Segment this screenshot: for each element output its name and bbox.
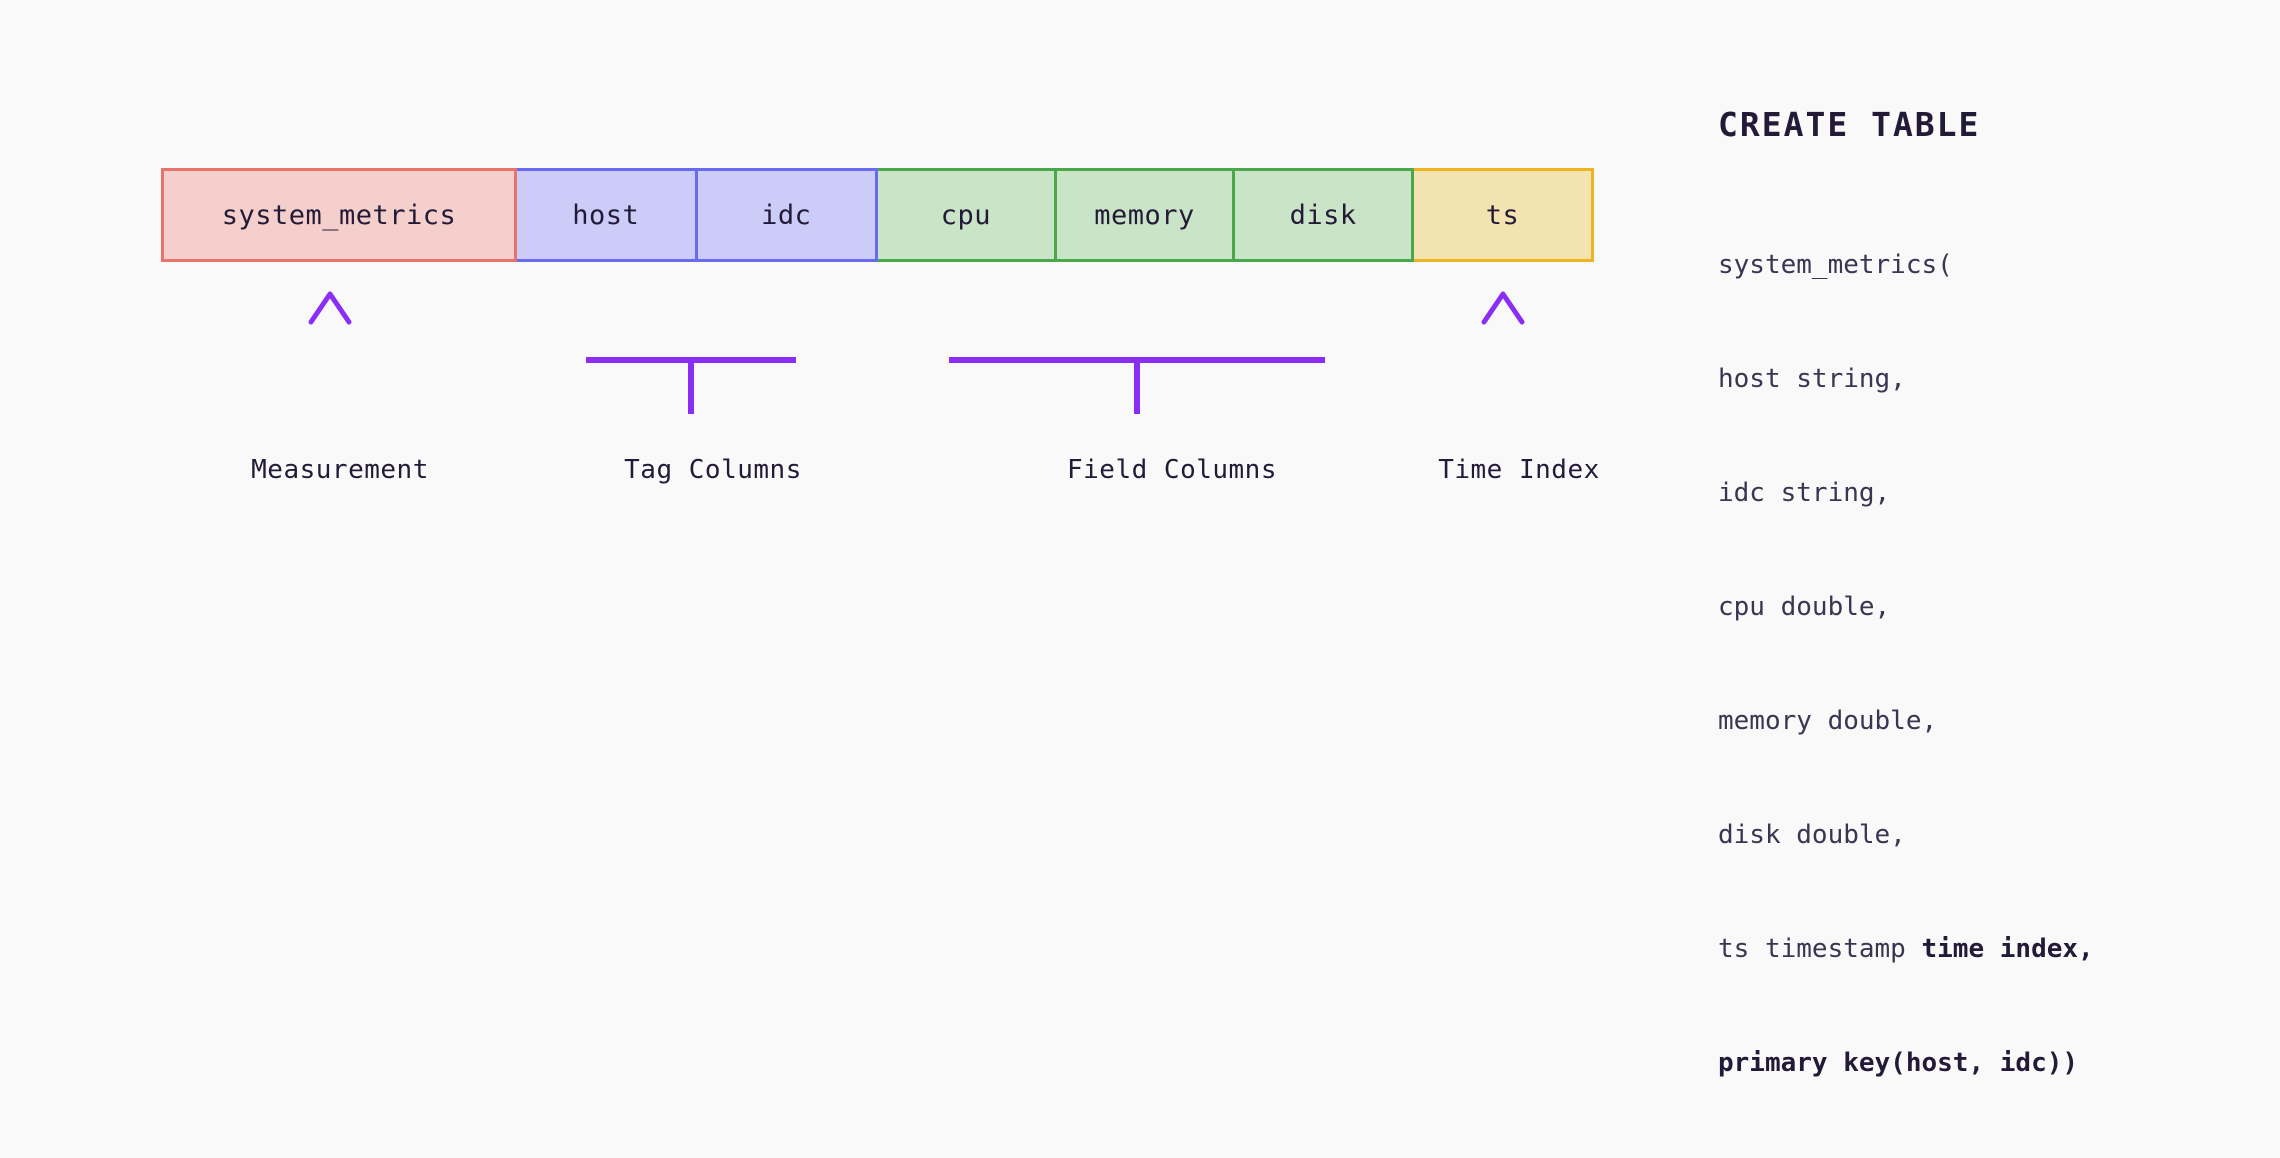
column-cell-memory[interactable]: memory	[1053, 171, 1233, 259]
sql-body: system_metrics( host string, idc string,…	[1718, 170, 2094, 1158]
diagram-canvas: system_metrics host idc cpu memory disk …	[161, 105, 2094, 1078]
sql-line-plain: ts timestamp	[1718, 934, 1922, 964]
sql-line-plain: disk double,	[1718, 820, 1906, 850]
sql-panel: CREATE TABLE system_metrics( host string…	[1718, 105, 2094, 1158]
sql-line: disk double,	[1718, 816, 2094, 854]
connector-arrow-time-index	[1481, 291, 1525, 415]
column-group-time: ts	[1414, 168, 1594, 262]
sql-line-plain: host string,	[1718, 364, 1906, 394]
sql-line: cpu double,	[1718, 588, 2094, 626]
sql-line-plain: cpu double,	[1718, 592, 1891, 622]
sql-line: ts timestamp time index,	[1718, 930, 2094, 968]
sql-line: memory double,	[1718, 702, 2094, 740]
column-cell-system-metrics[interactable]: system_metrics	[221, 199, 457, 231]
sql-line: idc string,	[1718, 474, 2094, 512]
column-cell-idc[interactable]: idc	[694, 171, 876, 259]
caption-tag-columns: Tag Columns	[624, 455, 802, 485]
connector-bracket-tag	[586, 300, 796, 414]
column-cell-host[interactable]: host	[572, 199, 640, 231]
caption-measurement: Measurement	[251, 455, 429, 485]
sql-line: system_metrics(	[1718, 246, 2094, 284]
sql-title: CREATE TABLE	[1718, 105, 1981, 144]
sql-line-bold: time index,	[1921, 934, 2094, 964]
sql-line: primary key(host, idc))	[1718, 1044, 2094, 1082]
sql-line-bold: primary key(host, idc))	[1718, 1048, 2079, 1078]
column-cell-disk[interactable]: disk	[1232, 171, 1411, 259]
schema-table-strip: system_metrics host idc cpu memory disk …	[161, 168, 1594, 262]
caption-time-index: Time Index	[1438, 455, 1600, 485]
column-group-tag: host idc	[517, 168, 878, 262]
column-cell-cpu[interactable]: cpu	[940, 199, 991, 231]
column-group-measurement: system_metrics	[161, 168, 517, 262]
column-group-field: cpu memory disk	[878, 168, 1414, 262]
connector-arrow-measurement	[308, 291, 352, 415]
sql-line-plain: idc string,	[1718, 478, 1891, 508]
sql-line: host string,	[1718, 360, 2094, 398]
sql-line-plain: system_metrics(	[1718, 250, 1953, 280]
connector-bracket-field	[949, 300, 1325, 414]
sql-line-plain: memory double,	[1718, 706, 1938, 736]
caption-field-columns: Field Columns	[1067, 455, 1277, 485]
column-cell-ts[interactable]: ts	[1485, 199, 1520, 231]
